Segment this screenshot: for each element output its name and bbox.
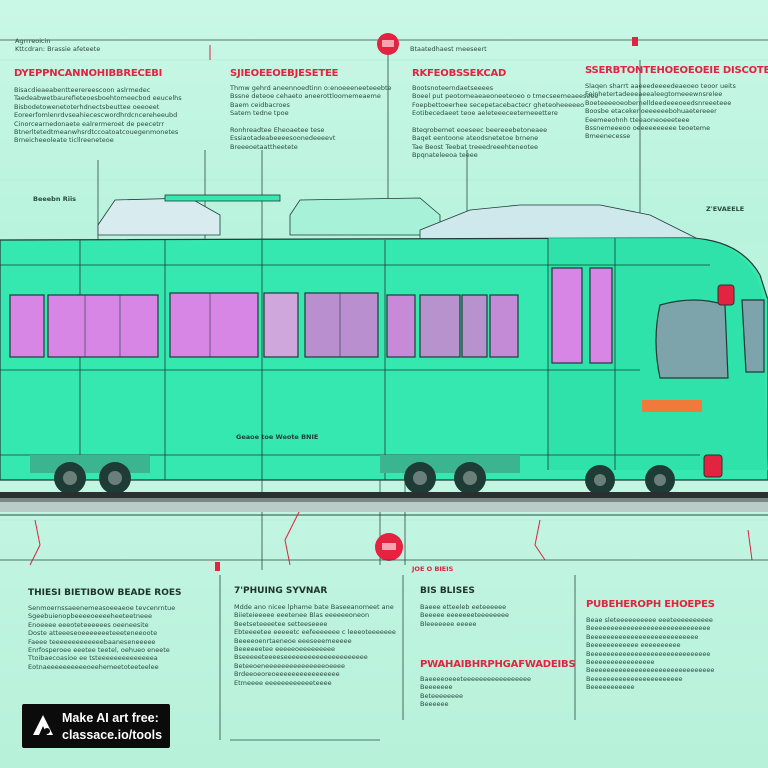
bottom-note-5-title: PUBEHEROPH EHOEPES [586, 599, 715, 610]
top-note-1-title: DYEPPNCANNOHIBBRECEBI [14, 68, 163, 79]
top-note-3-title: RKFEOBSSEKCAD [412, 68, 507, 79]
watermark-badge: Make AI art free: classace.io/tools [22, 704, 170, 748]
top-note-2-title: SJIEOEEOEBJESETEE [230, 68, 339, 79]
car-center-label: Geaoe toe Weote BNIE [236, 433, 319, 441]
left-callout-label: Beeebn Riis [33, 195, 77, 203]
top-note-2-text: Thmw gehrd aneennoedtinn o:enoeeeneeteee… [230, 84, 392, 151]
bottom-note-2-text: Mdde ano nicee lphame bate Baseeanomeet … [234, 603, 396, 687]
right-callout-label: Z'EVAEELE [706, 205, 745, 213]
bottom-note-4-text: Baeeeeoeeeteeeeeeeeeeeeeeeee Beeeeeee Be… [420, 675, 531, 709]
top-note-1-text: Bisacdieaeabentteerereescoon aslrmedec T… [14, 86, 182, 145]
top-note-4-title: SSERBTONTEHOEOEOEIE DISCOTE [585, 65, 768, 76]
top-note-4-text: Slaqen sharrt aaeeedeeeedeaeoeo teoor ue… [585, 82, 736, 141]
watermark-line-2: classace.io/tools [62, 728, 163, 742]
bottom-center-label: JOE O BIEIS [412, 565, 454, 573]
header-small-left-2: Kttcdran: Brassie afeteete [15, 45, 101, 53]
bottom-note-1-text: Senmoernssaeenemeasoeeaeoe tevcenrntue S… [28, 604, 176, 671]
bottom-note-5-text: Beae sleteeeeeeeeee eeeteeeeeeeeee Beeee… [586, 616, 715, 692]
bottom-note-3-text: Baeee etteeleb eeteeeeee Beeeee eeeeeeet… [420, 603, 510, 628]
bottom-note-3-title: BIS BLISES [420, 586, 475, 596]
header-small-left: Agrrreoicin [15, 37, 51, 45]
classace-logo-icon [33, 715, 53, 735]
watermark-line-1: Make AI art free: [62, 711, 159, 725]
bottom-note-1-title: THIESI BIETIBOW BEADE ROES [28, 588, 182, 598]
bottom-note-4-title: PWAHAIBHRPHGAFWADEIBS [420, 659, 576, 670]
header-small-center: Btaatedhaest meeseert [410, 45, 487, 53]
bottom-note-2-title: 7'PHUING SYVNAR [234, 586, 328, 596]
top-note-3-text: Bootsnoteerndaetseeees Boeel put peotome… [412, 84, 599, 160]
